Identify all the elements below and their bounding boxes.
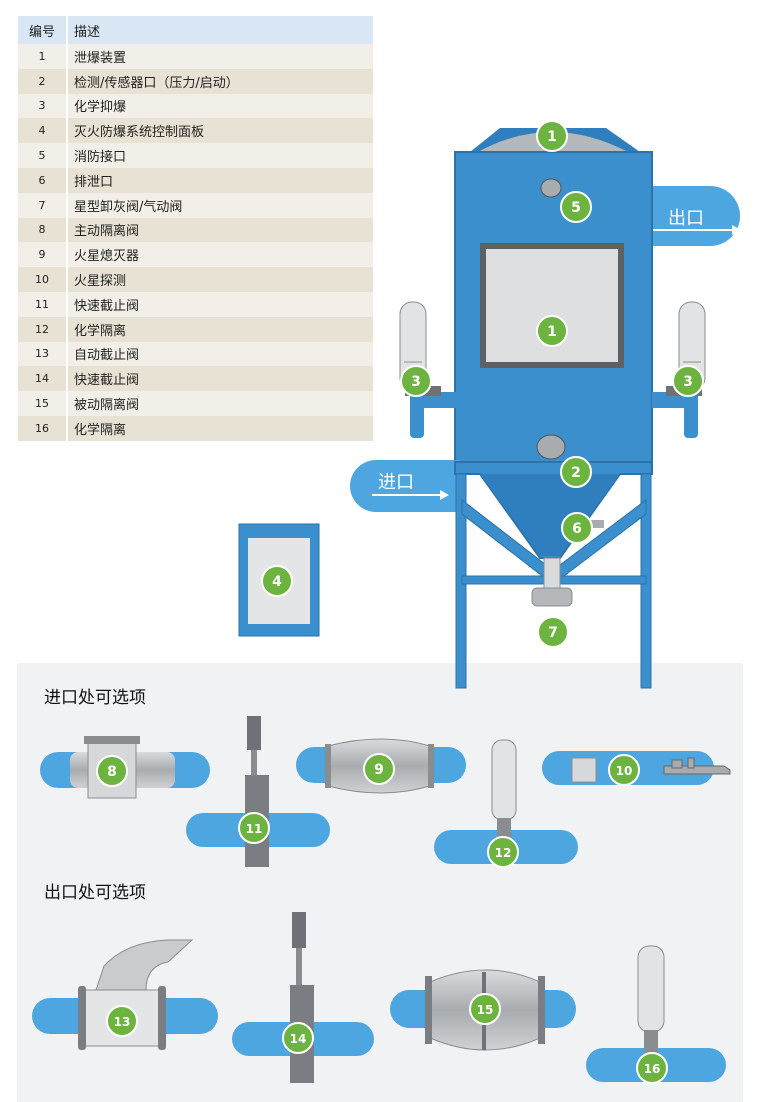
badge-15: 15 bbox=[469, 993, 501, 1025]
fire-port bbox=[540, 178, 562, 198]
legend-desc: 快速截止阀 bbox=[67, 366, 373, 392]
legend-desc: 主动隔离阀 bbox=[67, 217, 373, 243]
legend-no: 12 bbox=[18, 316, 68, 342]
svg-text:11: 11 bbox=[246, 822, 263, 836]
legend-no: 7 bbox=[18, 192, 68, 218]
legend-header-no: 编号 bbox=[18, 16, 68, 44]
svg-text:5: 5 bbox=[571, 200, 581, 216]
svg-text:3: 3 bbox=[411, 374, 421, 390]
collector: 出口 进口 bbox=[350, 128, 741, 689]
legend-desc: 排泄口 bbox=[67, 167, 373, 193]
legend-no: 1 bbox=[18, 44, 68, 69]
legend-desc: 化学抑爆 bbox=[67, 93, 373, 119]
badge-3-left: 3 bbox=[400, 365, 432, 397]
legend-desc: 火星探测 bbox=[67, 267, 373, 292]
svg-text:1: 1 bbox=[547, 324, 557, 340]
outlet-options-title: 出口处可选项 bbox=[44, 883, 146, 903]
svg-text:13: 13 bbox=[114, 1015, 131, 1029]
svg-text:12: 12 bbox=[495, 846, 512, 860]
inlet-label: 进口 bbox=[378, 472, 414, 493]
legend-no: 2 bbox=[18, 68, 68, 94]
legend-desc: 化学隔离 bbox=[67, 415, 373, 441]
legend-no: 11 bbox=[18, 291, 68, 317]
legend-no: 5 bbox=[18, 143, 68, 168]
legend-no: 15 bbox=[18, 391, 68, 416]
svg-text:4: 4 bbox=[272, 574, 282, 590]
svg-text:9: 9 bbox=[374, 762, 384, 778]
badge-13: 13 bbox=[106, 1005, 138, 1037]
badge-5: 5 bbox=[560, 191, 592, 223]
outlet-arrow bbox=[732, 225, 741, 235]
badge-10: 10 bbox=[608, 754, 640, 786]
badge-4: 4 bbox=[261, 565, 293, 597]
badge-16: 16 bbox=[636, 1052, 668, 1084]
legend-header-row: 编号 描述 bbox=[18, 16, 373, 44]
legend-desc: 火星熄灭器 bbox=[67, 242, 373, 268]
legend-desc: 检测/传感器口（压力/启动） bbox=[67, 68, 373, 94]
badge-1-mid: 1 bbox=[536, 315, 568, 347]
svg-text:6: 6 bbox=[572, 521, 582, 537]
svg-text:7: 7 bbox=[548, 625, 558, 641]
legend-desc: 泄爆装置 bbox=[67, 44, 373, 69]
legend-desc: 被动隔离阀 bbox=[67, 391, 373, 416]
svg-text:15: 15 bbox=[477, 1003, 494, 1017]
badge-7: 7 bbox=[537, 616, 569, 648]
legend-no: 13 bbox=[18, 341, 68, 367]
badge-8: 8 bbox=[96, 755, 128, 787]
badge-1-top: 1 bbox=[536, 120, 568, 152]
badge-6: 6 bbox=[561, 512, 593, 544]
legend-desc: 化学隔离 bbox=[67, 316, 373, 342]
rotary-valve bbox=[543, 557, 561, 591]
badge-3-right: 3 bbox=[672, 365, 704, 397]
svg-text:10: 10 bbox=[616, 764, 633, 778]
svg-text:1: 1 bbox=[547, 129, 557, 145]
legend-no: 16 bbox=[18, 415, 68, 441]
legend-no: 8 bbox=[18, 217, 68, 243]
outlet-label: 出口 bbox=[668, 208, 704, 229]
legend-no: 10 bbox=[18, 267, 68, 292]
svg-text:14: 14 bbox=[290, 1032, 307, 1046]
legend-no: 4 bbox=[18, 118, 68, 144]
badge-11: 11 bbox=[238, 812, 270, 844]
legend-no: 9 bbox=[18, 242, 68, 268]
svg-text:8: 8 bbox=[107, 764, 117, 780]
badge-2: 2 bbox=[560, 456, 592, 488]
legend-desc: 灭火防爆系统控制面板 bbox=[67, 118, 373, 144]
legend-desc: 自动截止阀 bbox=[67, 341, 373, 367]
inlet-options-title: 进口处可选项 bbox=[44, 688, 146, 708]
legend-no: 3 bbox=[18, 93, 68, 119]
svg-text:3: 3 bbox=[683, 374, 693, 390]
legend-header-desc: 描述 bbox=[67, 16, 373, 44]
svg-text:2: 2 bbox=[571, 465, 581, 481]
svg-text:16: 16 bbox=[644, 1062, 661, 1076]
legend-no: 14 bbox=[18, 366, 68, 392]
legend-no: 6 bbox=[18, 167, 68, 193]
inlet-arrow bbox=[440, 490, 449, 500]
badge-14: 14 bbox=[282, 1022, 314, 1054]
badge-12: 12 bbox=[487, 836, 519, 868]
badge-9: 9 bbox=[363, 753, 395, 785]
legend-desc: 消防接口 bbox=[67, 143, 373, 168]
sensor-port bbox=[536, 434, 566, 460]
legend-desc: 星型卸灰阀/气动阀 bbox=[67, 192, 373, 218]
legend-desc: 快速截止阀 bbox=[67, 291, 373, 317]
